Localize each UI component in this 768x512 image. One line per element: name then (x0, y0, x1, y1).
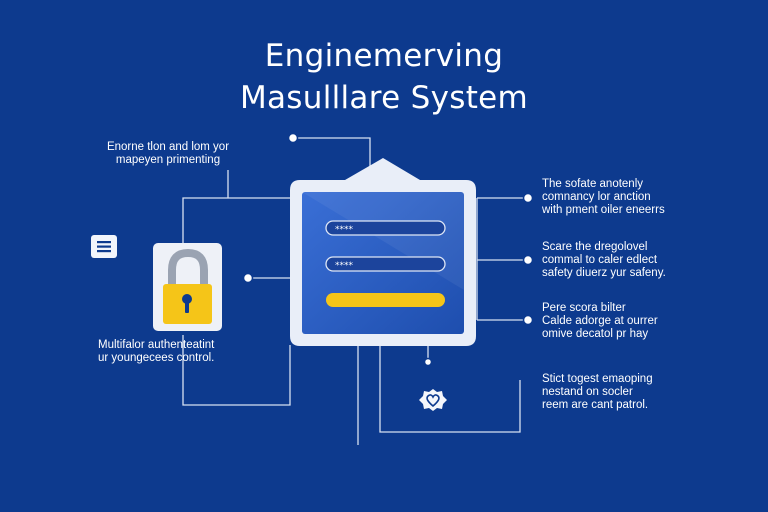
note-right-4: Stict togest emaoping nestand on socler … (542, 373, 653, 412)
heart-badge-icon (419, 389, 447, 411)
connector-left-upper (182, 197, 290, 255)
note-line: The sofate anotenly (542, 178, 644, 190)
dot-right-2 (522, 254, 534, 266)
padlock-keyhole (182, 294, 192, 304)
login-panel: **** **** (290, 158, 476, 346)
note-line: omive decatol pr hay (542, 328, 649, 340)
heart-badge-outline (419, 389, 447, 411)
note-top-left: Enorne tlon and lom yor mapeyen primenti… (88, 141, 248, 167)
connector-bottom-long (379, 345, 521, 433)
note-line: reem are cant patrol. (542, 399, 649, 411)
password-field-mask: **** (335, 261, 354, 271)
connector-lines (182, 137, 528, 445)
note-line: with pment oiler eneerrs (542, 204, 665, 216)
connector-top (293, 137, 371, 170)
note-right-2: Scare the dregolovel commal to caler edl… (542, 241, 666, 280)
dot-bottom (423, 357, 433, 367)
list-icon-line-1 (97, 241, 111, 244)
page-title-line-2: Masulllare System (239, 80, 529, 116)
note-line: Scare the dregolovel (542, 241, 648, 253)
heart-shape (426, 394, 440, 408)
note-line: Pere scora bilter (542, 302, 626, 314)
note-bottom-left: Multifalor authenteatint ur youngecees c… (98, 339, 214, 365)
username-field[interactable] (325, 220, 446, 236)
list-icon-line-2 (97, 245, 111, 248)
dot-right-3 (522, 314, 534, 326)
note-line: commal to caler edlect (542, 254, 658, 266)
note-line: mapeyen primenting (115, 154, 221, 166)
padlock-keyhole-slot (185, 302, 189, 313)
login-button[interactable] (326, 293, 445, 307)
password-field[interactable] (325, 256, 446, 272)
note-line: Calde adorge at ourrer (542, 315, 658, 327)
note-line: ur youngecees control. (98, 352, 215, 364)
note-right-1: The sofate anotenly comnancy lor anction… (542, 178, 665, 217)
padlock-card (153, 243, 222, 331)
note-right-3: Pere scora bilter Calde adorge at ourrer… (542, 302, 658, 341)
note-line: nestand on socler (542, 386, 633, 398)
connector-left-lower (182, 335, 291, 406)
username-field-mask: **** (335, 225, 354, 235)
note-line: Enorne tlon and lom yor (106, 141, 230, 153)
padlock-icon (168, 248, 208, 291)
dot-top (287, 132, 299, 144)
dot-right-1 (522, 192, 534, 204)
list-icon[interactable] (91, 235, 117, 258)
note-line: Stict togest emaoping (542, 373, 653, 385)
note-line: safety diuerz yur safeny. (542, 267, 666, 279)
list-icon-line-3 (97, 250, 111, 253)
connector-dots (242, 132, 534, 367)
note-line: Multifalor authenteatint (98, 339, 215, 351)
dot-lock (242, 272, 254, 284)
page-title-line-1: Enginemerving (264, 38, 504, 74)
note-line: comnancy lor anction (542, 191, 651, 203)
